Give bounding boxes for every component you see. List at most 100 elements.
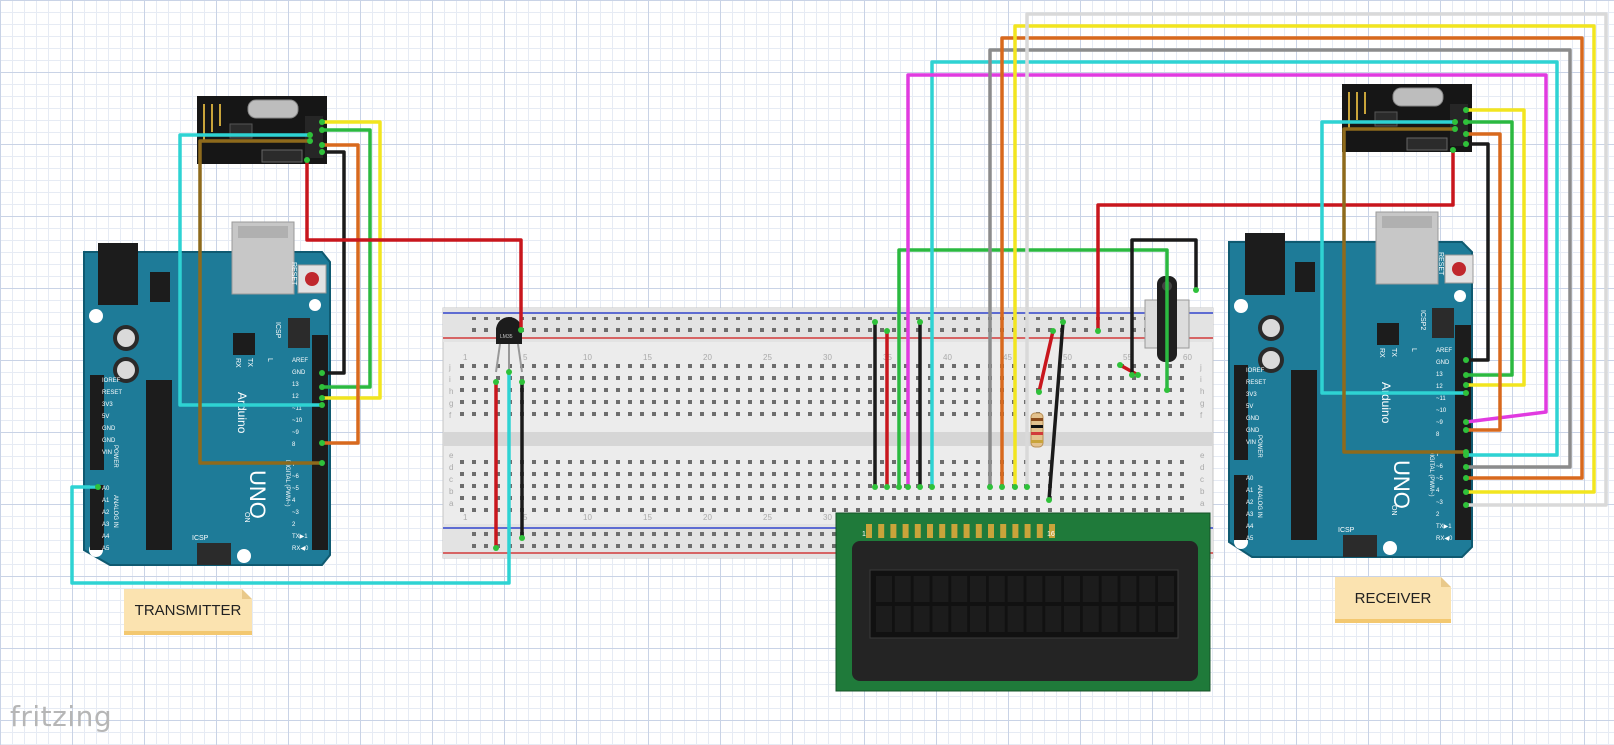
lcd-cell: [970, 576, 986, 602]
bb-row-letter: c: [449, 475, 453, 484]
lcd-cell: [1007, 576, 1024, 602]
wire-end: [506, 369, 512, 375]
digital-pin-label: 12: [292, 394, 299, 400]
svg-text:LM35: LM35: [500, 334, 513, 340]
wire-orange: [1000, 36, 1584, 489]
wire-end: [917, 484, 923, 490]
lcd-cell: [1082, 576, 1099, 602]
wire-cyan: [1320, 120, 1468, 395]
lcd-cell: [1101, 606, 1118, 632]
bb-column-number: 25: [763, 513, 772, 522]
analog-pin-label: A2: [1246, 500, 1254, 506]
wire-end: [872, 484, 878, 490]
reset-label: RESET: [290, 262, 297, 286]
power-pin-label: 5V: [1246, 404, 1253, 410]
wire-end: [1463, 382, 1469, 388]
wire-end: [1463, 141, 1469, 147]
digital-pin-label: AREF: [292, 358, 308, 364]
digital-pin-label: ~6: [292, 474, 300, 480]
wire-end: [1060, 319, 1066, 325]
bb-column-number: 25: [763, 353, 772, 362]
bb-row-letter: b: [449, 487, 454, 496]
wire-end: [1463, 449, 1469, 455]
wire-end: [1050, 328, 1056, 334]
lcd-cell: [1045, 606, 1062, 632]
bb-row-letter: a: [1200, 499, 1205, 508]
lcd-cell: [1064, 606, 1080, 632]
digital-pin-label: 8: [1436, 432, 1440, 438]
lcd-pin: [1000, 524, 1007, 538]
wire-end: [1036, 389, 1042, 395]
bb-row-letter: h: [1200, 387, 1204, 396]
rx-icsp2-label: ICSP2: [1419, 310, 1426, 330]
bb-row-letter: f: [1200, 411, 1203, 420]
lcd-pin: [927, 524, 933, 538]
wire-end: [319, 370, 325, 376]
wire-end: [884, 328, 890, 334]
power-pin-label: IOREF: [1246, 368, 1265, 374]
lcd-cell: [988, 576, 1005, 602]
lcd-cell: [1120, 576, 1137, 602]
wire-end: [319, 460, 325, 466]
digital-pin-label: 4: [292, 498, 296, 504]
digital-pin-label: GND: [292, 370, 306, 376]
digital-pin-label: AREF: [1436, 348, 1452, 354]
lcd-cell: [1158, 606, 1174, 632]
digital-pin-label: ~10: [292, 418, 303, 424]
power-label: POWER: [112, 445, 118, 468]
wire-end: [1463, 502, 1469, 508]
bb-column-number: 10: [583, 513, 592, 522]
bb-row-letter: c: [1200, 475, 1204, 484]
resistor: [1030, 412, 1044, 448]
wire-black: [1047, 320, 1065, 502]
analog-pin-label: A3: [102, 522, 110, 528]
lcd-cell: [932, 576, 949, 602]
lcd-cell: [894, 576, 911, 602]
power-pin-label: 5V: [102, 414, 109, 420]
lcd-cell: [913, 606, 930, 632]
analog-label: ANALOG IN: [112, 495, 118, 528]
lcd-pin: [1049, 524, 1055, 538]
bb-row-letter: g: [1200, 399, 1204, 408]
wire-cyan: [70, 370, 511, 585]
lcd-pin: [988, 524, 994, 538]
digital-pin-label: 12: [1436, 384, 1443, 390]
bb-row-letter: e: [449, 451, 454, 460]
bb-column-number: 60: [1183, 353, 1192, 362]
wire-end: [884, 484, 890, 490]
rx-rx-label: RX: [1378, 348, 1385, 358]
lcd-pin: [1012, 524, 1019, 538]
lcd-pin: [914, 524, 921, 538]
rx-tx-label: TX: [1390, 348, 1397, 357]
wire-black: [1464, 142, 1490, 362]
lcd-cell: [1026, 576, 1043, 602]
wire-end: [307, 132, 313, 138]
digital-pin-label: ~10: [1436, 408, 1447, 414]
digital-pin-label: ~3: [292, 510, 300, 516]
wire-red: [305, 158, 523, 332]
receiver-note: RECEIVER: [1335, 577, 1451, 619]
bb-row-letter: b: [1200, 487, 1205, 496]
wire-end: [1463, 357, 1469, 363]
wire-end: [1024, 484, 1030, 490]
power-pin-label: RESET: [1246, 380, 1266, 386]
lcd-cell: [1064, 576, 1080, 602]
wire-end: [1463, 489, 1469, 495]
wire-gray: [988, 48, 1572, 489]
bb-row-letter: f: [449, 411, 452, 420]
wire-end: [319, 395, 325, 401]
lcd-pin: [878, 524, 885, 538]
digital-pin-label: TX▶1: [292, 534, 308, 540]
wire-end: [319, 127, 325, 133]
bb-column-number: 30: [823, 513, 832, 522]
lcd-cell: [894, 606, 911, 632]
rx-reset-label: RESET: [1437, 252, 1444, 276]
wire-green: [1464, 120, 1514, 377]
on-label: ON: [243, 512, 250, 523]
wire-green: [897, 248, 1169, 489]
lcd-pin: [890, 524, 897, 538]
wire-end: [1164, 387, 1170, 393]
power-pin-label: GND: [1246, 416, 1260, 422]
wire-black: [1130, 238, 1198, 377]
receiver-radio-module: [1342, 84, 1472, 152]
